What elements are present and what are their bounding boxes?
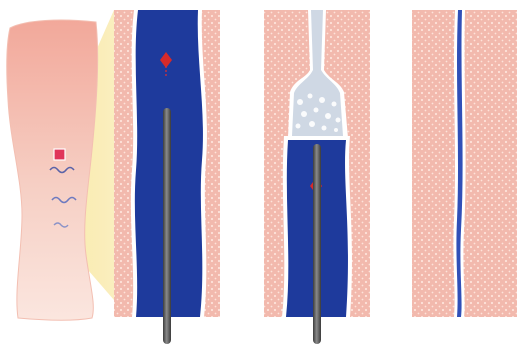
step-2-panel xyxy=(264,10,370,344)
step-3-panel xyxy=(412,10,517,317)
leg-silhouette xyxy=(7,20,98,320)
step-1-laser-fiber xyxy=(163,108,171,344)
leg-panel xyxy=(7,10,114,320)
step-1-panel xyxy=(114,10,220,344)
leg-marker-icon xyxy=(54,149,65,160)
step-2-laser-fiber xyxy=(313,144,321,344)
